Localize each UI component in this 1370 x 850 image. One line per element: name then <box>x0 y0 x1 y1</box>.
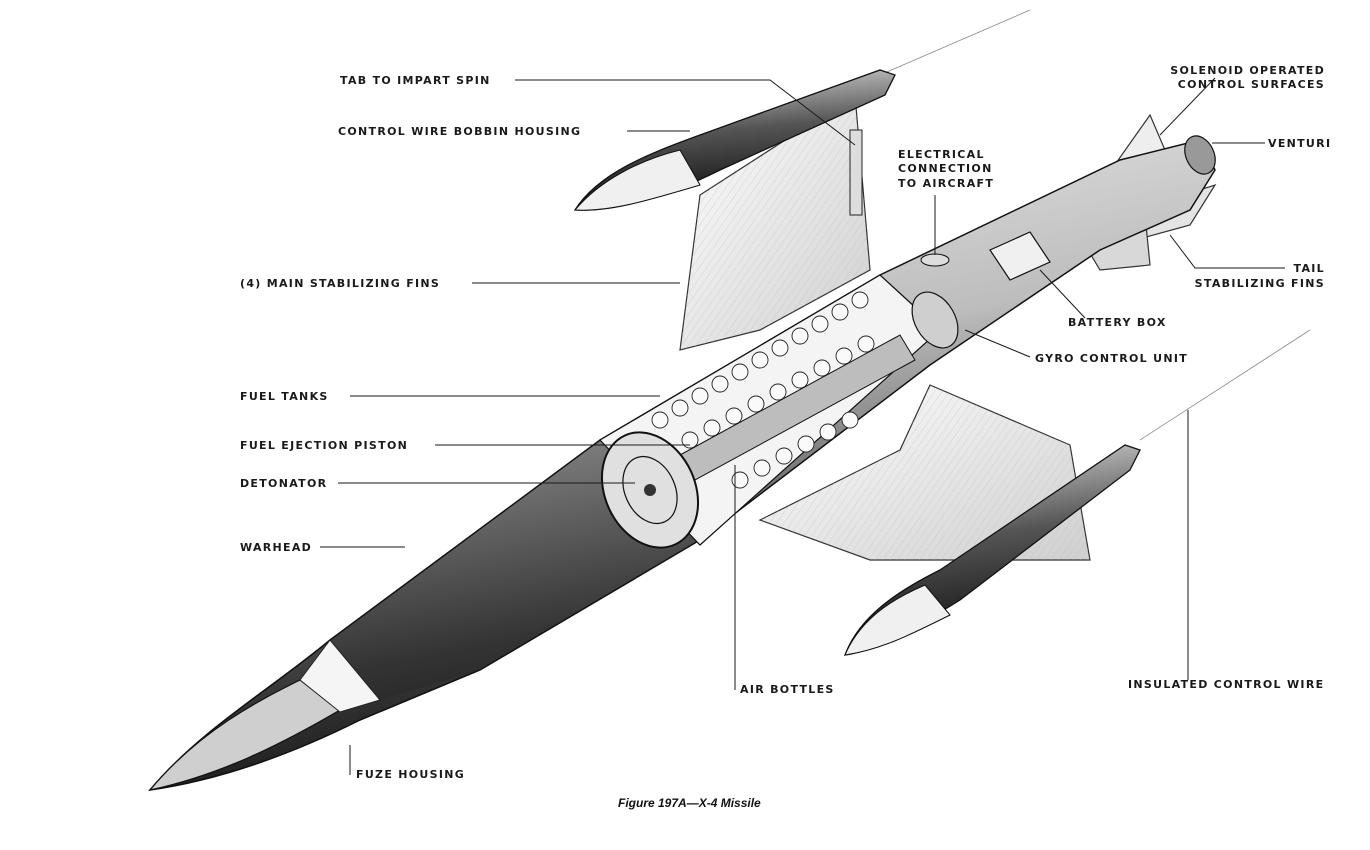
label-venturi: VENTURI <box>1268 137 1332 150</box>
wire-trail-lower <box>1139 329 1311 441</box>
electrical-connector <box>920 253 950 267</box>
label-main-fins: (4) MAIN STABILIZING FINS <box>240 277 441 290</box>
label-electrical-2: CONNECTION <box>898 162 993 175</box>
wire-trail-upper <box>879 9 1031 76</box>
label-fuel-tanks: FUEL TANKS <box>240 390 329 403</box>
label-tab-spin: TAB TO IMPART SPIN <box>340 74 491 87</box>
leader-lines <box>320 77 1285 775</box>
battery-box-shape <box>989 231 1051 281</box>
label-air-bottles: AIR BOTTLES <box>740 683 835 696</box>
label-electrical-3: TO AIRCRAFT <box>898 177 995 190</box>
label-warhead: WARHEAD <box>240 541 313 554</box>
fuel-tank-array <box>651 291 875 489</box>
gyro-unit-shape <box>911 291 959 349</box>
label-fuel-piston: FUEL EJECTION PISTON <box>240 439 409 452</box>
label-fuze-housing: FUZE HOUSING <box>356 768 466 781</box>
label-battery-box: BATTERY BOX <box>1068 316 1167 329</box>
label-bobbin-housing: CONTROL WIRE BOBBIN HOUSING <box>338 125 582 138</box>
figure-caption: Figure 197A—X-4 Missile <box>618 796 761 810</box>
label-insulated-wire: INSULATED CONTROL WIRE <box>1128 678 1325 691</box>
label-solenoid-2: CONTROL SURFACES <box>1177 78 1325 91</box>
fuze-collar <box>299 639 381 713</box>
label-detonator: DETONATOR <box>240 477 328 490</box>
label-tail-2: STABILIZING FINS <box>1194 277 1325 290</box>
label-solenoid-1: SOLENOID OPERATED <box>1170 64 1325 77</box>
label-tail-1: TAIL <box>1293 262 1325 275</box>
spin-tab <box>849 129 863 216</box>
label-gyro: GYRO CONTROL UNIT <box>1035 352 1189 365</box>
label-electrical-1: ELECTRICAL <box>898 148 985 161</box>
venturi-shape <box>1184 135 1216 175</box>
